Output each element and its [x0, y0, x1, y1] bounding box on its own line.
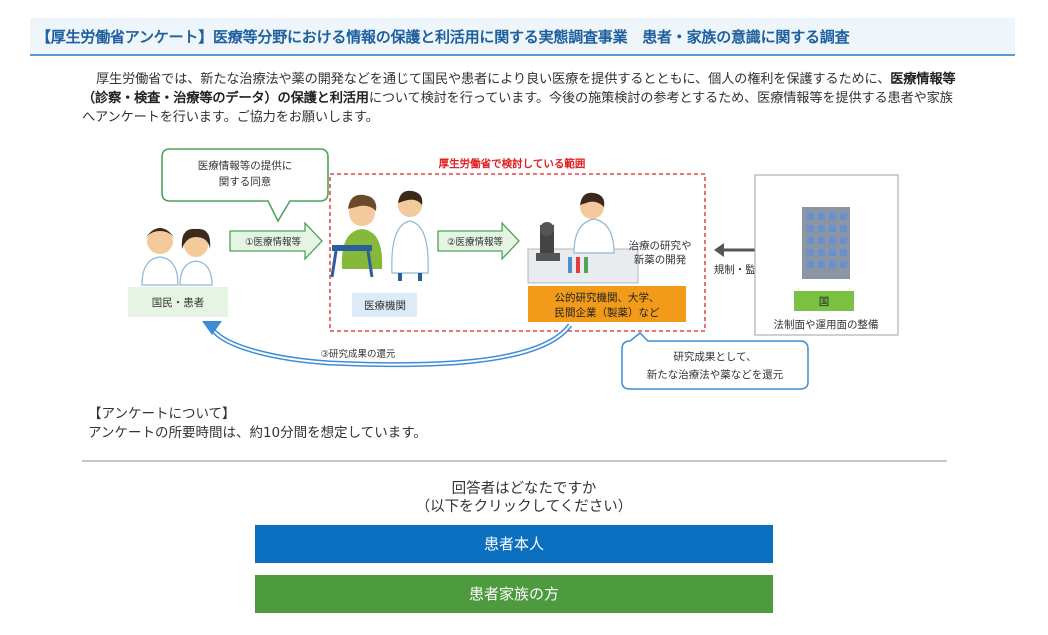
return-arrow-icon: [202, 321, 573, 368]
government-caption: 法制面や運用面の整備: [774, 318, 879, 331]
return-bubble-line-1: 研究成果として、: [673, 350, 756, 363]
scope-label: 厚生労働省で検討している範囲: [439, 157, 586, 170]
return-arrow-label: ③研究成果の還元: [320, 348, 396, 360]
patients-label-box: [128, 287, 228, 317]
arrow-2-label: ②医療情報等: [447, 236, 504, 248]
intro-text-bold: 医療情報等（診察・検査・治療等のデータ）の保護と利活用: [82, 72, 956, 106]
government-building-icon: [802, 207, 850, 279]
page-title: 【厚生労働省アンケート】医療等分野における情報の保護と利活用に関する実態調査事業…: [36, 28, 850, 46]
divider: [82, 460, 947, 462]
research-label-box: [528, 286, 686, 322]
patients-figure-icon: [141, 228, 213, 286]
consent-bubble: 医療情報等の提供に 関する同意: [161, 148, 329, 223]
consent-line-1: 医療情報等の提供に: [198, 159, 293, 172]
regulation-label: 規制・監視: [714, 263, 767, 276]
question-line-1: 回答者はどなたですか: [451, 481, 597, 497]
patient-family-button[interactable]: 患者家族の方: [255, 575, 773, 613]
arrow-2-icon: [437, 221, 520, 261]
return-bubble-line-2: 新たな治療法や薬などを還元: [647, 368, 784, 381]
patient-self-button[interactable]: 患者本人: [255, 525, 773, 563]
research-dev-line-2: 新薬の開発: [634, 253, 687, 266]
arrow-1-icon: [229, 221, 323, 261]
arrow-1-label: ①医療情報等: [245, 236, 302, 248]
return-bubble: 研究成果として、 新たな治療法や薬などを還元: [621, 331, 809, 390]
survey-note: 【アンケートについて】 アンケートの所要時間は、約10分間を想定しています。: [88, 405, 427, 443]
doctor-patient-icon: [330, 190, 429, 281]
page-header: 【厚生労働省アンケート】医療等分野における情報の保護と利活用に関する実態調査事業…: [30, 18, 1015, 56]
question-line-2: （以下をクリックしてください）: [415, 499, 633, 515]
survey-note-text: アンケートの所要時間は、約10分間を想定しています。: [88, 425, 427, 441]
medical-institution-label-box: [352, 293, 417, 317]
survey-note-heading: 【アンケートについて】: [88, 406, 236, 422]
government-label-box: [794, 291, 854, 311]
respondent-question: 回答者はどなたですか （以下をクリックしてください）: [0, 480, 1048, 516]
research-dev-line-1: 治療の研究や: [629, 239, 692, 252]
research-label-line-1: 公的研究機関、大学、: [555, 291, 660, 304]
data-flow-diagram: 医療情報等の提供に 関する同意 厚生労働省で検討している範囲 国民・患者 ①医療…: [128, 148, 899, 390]
medical-institution-label: 医療機関: [364, 299, 406, 312]
government-label: 国: [819, 296, 830, 308]
research-label-line-2: 民間企業（製薬）など: [555, 306, 660, 319]
intro-paragraph: 厚生労働省では、新たな治療法や薬の開発などを通じて国民や患者により良い医療を提供…: [82, 70, 962, 127]
patients-label: 国民・患者: [152, 297, 205, 309]
intro-text-2: について検討を行っています。今後の施策検討の参考とするため、医療情報等を提供する…: [82, 91, 953, 125]
intro-text-1: 厚生労働省では、新たな治療法や薬の開発などを通じて国民や患者により良い医療を提供…: [96, 72, 891, 87]
researcher-lab-icon: [527, 192, 639, 284]
consent-line-2: 関する同意: [219, 175, 272, 188]
